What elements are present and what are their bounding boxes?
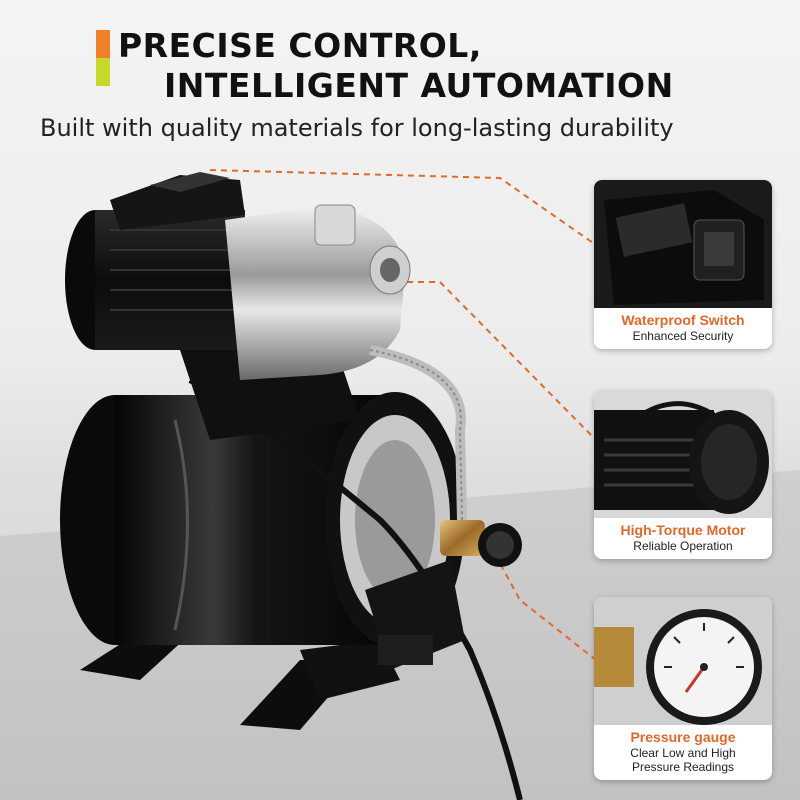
callout-high-torque-motor: High-Torque Motor Reliable Operation: [594, 390, 772, 559]
motor-closeup-photo: [594, 390, 772, 518]
gauge-closeup-photo: [594, 597, 772, 725]
title-line-1: PRECISE CONTROL,: [118, 26, 482, 65]
callout-title: Pressure gauge: [630, 729, 736, 745]
title-accent-bar: [96, 30, 110, 86]
callout-subtitle-line-1: Clear Low and High: [630, 746, 736, 760]
callout-title: High-Torque Motor: [620, 522, 746, 538]
callout-subtitle-line-2: Pressure Readings: [631, 760, 735, 774]
page-subtitle: Built with quality materials for long-la…: [40, 114, 674, 142]
callout-title: Waterproof Switch: [621, 312, 745, 328]
title-line-2: INTELLIGENT AUTOMATION: [164, 66, 674, 105]
callout-waterproof-switch: Waterproof Switch Enhanced Security: [594, 180, 772, 349]
callout-subtitle: Reliable Operation: [633, 539, 733, 553]
switch-closeup-photo: [594, 180, 772, 308]
callout-pressure-gauge: Pressure gauge Clear Low and High Pressu…: [594, 597, 772, 780]
callout-subtitle: Enhanced Security: [632, 329, 734, 343]
page-title: PRECISE CONTROL, INTELLIGENT AUTOMATION: [118, 26, 778, 106]
